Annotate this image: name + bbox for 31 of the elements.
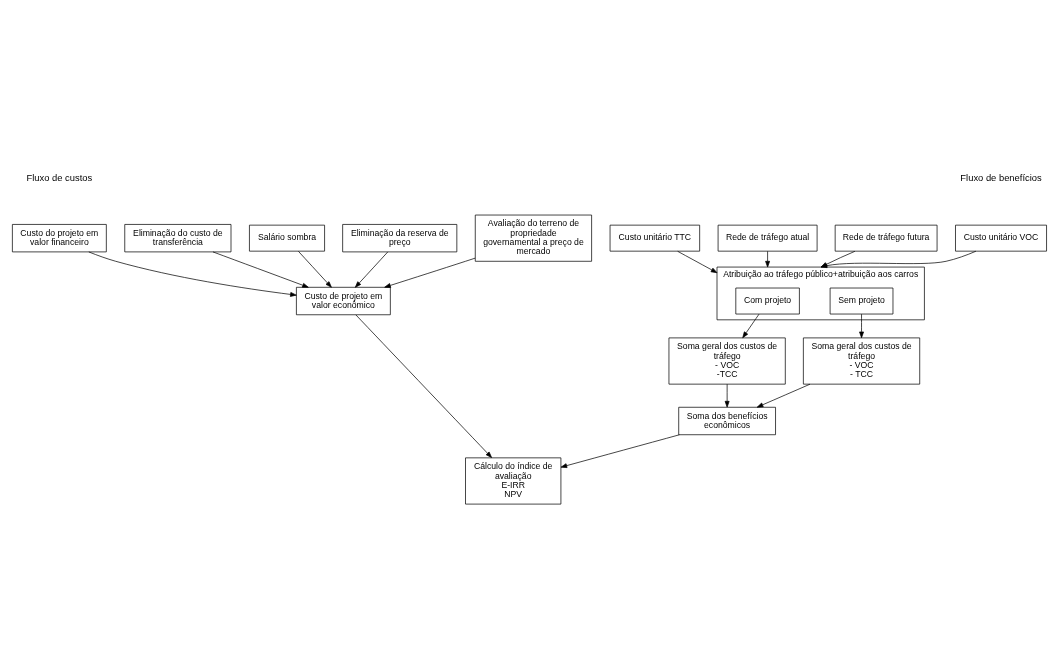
node-box: Sem projeto <box>829 287 894 314</box>
arrow <box>384 257 476 288</box>
arrow <box>677 250 718 273</box>
arrow <box>354 251 389 288</box>
node-box: Soma geral dos custos de tráfego - VOC -TCC <box>668 337 786 384</box>
node-box: Com projeto <box>735 287 800 314</box>
arrow <box>765 250 770 267</box>
node-box: Avaliação do terreno de propriedade governamental a preço de mercado <box>474 214 592 262</box>
arrow <box>560 433 680 468</box>
node-box: Salário sombra <box>249 224 325 252</box>
arrow <box>88 251 297 297</box>
node-box: Custo unitário TTC <box>609 224 700 252</box>
node-box: Rede de tráfego atual <box>717 224 818 252</box>
node-box: Cálculo do índice de avaliação E-IRR NPV <box>465 457 562 504</box>
arrow <box>859 313 864 338</box>
arrow <box>724 383 730 407</box>
node-box: Eliminação da reserva de preço <box>342 223 458 252</box>
node-box: Custo do projeto em valor financeiro <box>12 223 107 252</box>
arrow <box>756 383 811 408</box>
node-box: Custo unitário VOC <box>955 224 1047 252</box>
node-box: Eliminação do custo de transferência <box>124 223 232 252</box>
label: Fluxo de custos <box>26 171 93 183</box>
arrow <box>212 251 309 288</box>
arrow <box>742 313 760 338</box>
node-box: Soma geral dos custos de tráfego - VOC - TCC <box>803 337 921 384</box>
arrow <box>355 314 492 458</box>
node-box: Soma dos benefícios econômicos <box>678 406 776 435</box>
node-box: Custo de projeto em valor econômico <box>296 286 391 315</box>
arrow <box>298 250 332 288</box>
node-box: Rede de tráfego futura <box>834 224 938 252</box>
label: Fluxo de benefícios <box>960 171 1042 183</box>
